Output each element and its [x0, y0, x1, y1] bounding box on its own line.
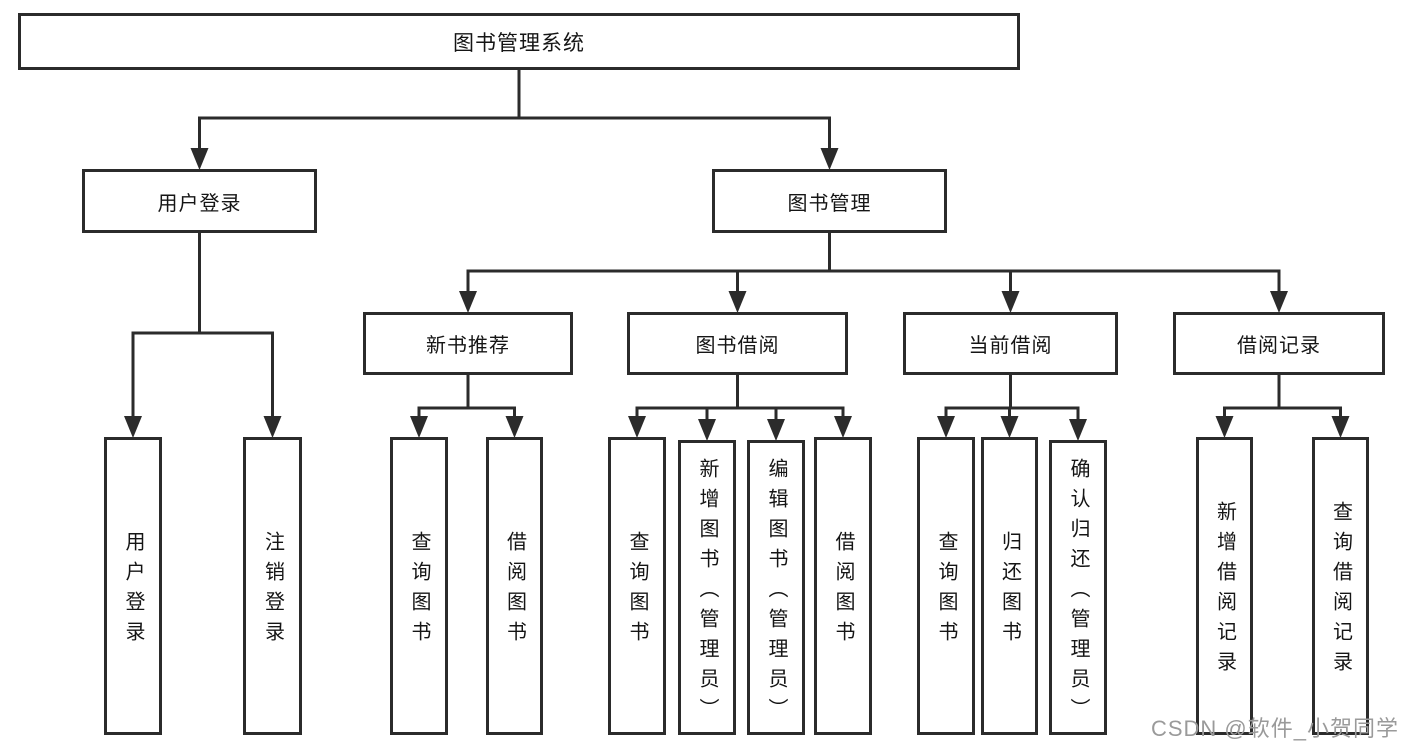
- arrowhead: [410, 416, 428, 438]
- arrowhead: [767, 419, 785, 441]
- node-current-borrow: 当前借阅: [903, 312, 1118, 375]
- arrowhead: [1270, 291, 1288, 313]
- node-label: 查询图书: [408, 531, 430, 651]
- node-br-add-record: 新增借阅记录: [1196, 437, 1253, 735]
- node-bb-add-book: 新增图书（管理员）: [678, 440, 736, 735]
- arrowhead: [728, 291, 747, 313]
- node-bb-edit-book: 编辑图书（管理员）: [747, 440, 805, 735]
- node-cb-confirm-return: 确认归还（管理员）: [1049, 440, 1107, 735]
- arrowhead: [1331, 416, 1350, 438]
- node-rec-query-book: 查询图书: [390, 437, 448, 735]
- arrowhead: [1001, 291, 1020, 313]
- node-borrow-records: 借阅记录: [1173, 312, 1385, 375]
- node-label: 用户登录: [157, 192, 242, 215]
- arrowhead: [190, 148, 209, 170]
- node-label: 确认归还（管理员）: [1067, 457, 1089, 728]
- arrowhead: [505, 416, 524, 438]
- node-label: 查询借阅记录: [1329, 501, 1352, 681]
- node-label: 编辑图书（管理员）: [765, 457, 787, 728]
- arrowhead: [1069, 419, 1087, 441]
- node-br-query-record: 查询借阅记录: [1312, 437, 1369, 735]
- node-label: 新书推荐: [426, 335, 510, 357]
- node-bb-query-book: 查询图书: [608, 437, 666, 735]
- arrowhead: [263, 416, 282, 438]
- arrowhead: [937, 416, 955, 438]
- node-label: 图书借阅: [695, 335, 780, 357]
- node-new-book-rec: 新书推荐: [363, 312, 573, 375]
- node-logout: 注销登录: [243, 437, 302, 735]
- node-bb-borrow-book: 借阅图书: [814, 437, 872, 735]
- node-label: 注销登录: [261, 531, 284, 651]
- node-label: 查询图书: [935, 531, 957, 651]
- node-book-mgmt: 图书管理: [712, 169, 947, 233]
- arrowhead: [834, 416, 852, 438]
- arrowhead: [628, 416, 646, 438]
- node-cb-query-book: 查询图书: [917, 437, 975, 735]
- node-rec-borrow-book: 借阅图书: [486, 437, 543, 735]
- arrowhead: [820, 148, 839, 170]
- arrowhead: [698, 419, 716, 441]
- arrowhead: [124, 416, 142, 438]
- arrowhead: [459, 291, 477, 313]
- node-label: 查询图书: [626, 531, 648, 651]
- node-label: 当前借阅: [968, 335, 1053, 357]
- node-login: 用户登录: [104, 437, 162, 735]
- node-label: 图书管理: [787, 192, 872, 215]
- node-label: 借阅图书: [503, 531, 526, 651]
- node-label: 借阅图书: [832, 531, 854, 651]
- node-label: 归还图书: [998, 531, 1021, 651]
- node-label: 用户登录: [122, 531, 144, 651]
- node-cb-return-book: 归还图书: [981, 437, 1038, 735]
- node-label: 新增图书（管理员）: [696, 457, 718, 728]
- arrowhead: [1215, 416, 1234, 438]
- arrowhead: [1000, 416, 1019, 438]
- node-book-borrow: 图书借阅: [627, 312, 848, 375]
- node-label: 借阅记录: [1237, 335, 1321, 357]
- node-label: 图书管理系统: [453, 31, 585, 55]
- node-label: 新增借阅记录: [1213, 501, 1236, 681]
- node-user-login: 用户登录: [82, 169, 317, 233]
- node-root: 图书管理系统: [18, 13, 1020, 70]
